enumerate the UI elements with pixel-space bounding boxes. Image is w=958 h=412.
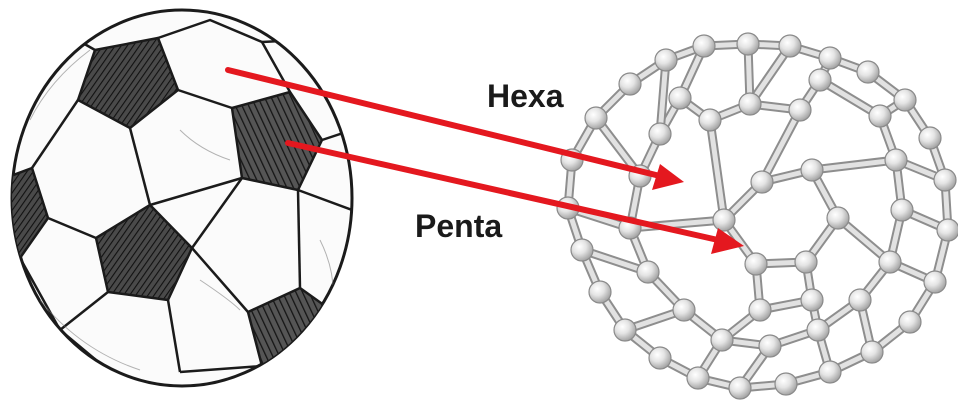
- carbon-atom: [894, 89, 916, 111]
- carbon-atom: [807, 319, 829, 341]
- arrow-penta: [288, 143, 744, 254]
- carbon-atom: [614, 319, 636, 341]
- carbon-atom: [795, 251, 817, 273]
- carbon-atom: [809, 69, 831, 91]
- carbon-atom: [711, 329, 733, 351]
- carbon-atom: [849, 289, 871, 311]
- carbon-atom: [637, 261, 659, 283]
- carbon-atom: [869, 105, 891, 127]
- carbon-atom: [885, 149, 907, 171]
- carbon-atom: [589, 281, 611, 303]
- carbon-atom: [737, 33, 759, 55]
- carbon-atom: [801, 289, 823, 311]
- carbon-atom: [745, 253, 767, 275]
- carbon-atom: [749, 299, 771, 321]
- label-hexa: Hexa: [487, 80, 564, 112]
- carbon-atom: [673, 299, 695, 321]
- carbon-atom: [585, 107, 607, 129]
- carbon-atom: [775, 373, 797, 395]
- carbon-atom: [891, 199, 913, 221]
- carbon-atom: [819, 47, 841, 69]
- carbon-atom: [919, 127, 941, 149]
- carbon-atom: [789, 99, 811, 121]
- carbon-atom: [801, 159, 823, 181]
- carbon-atom: [937, 219, 958, 241]
- carbon-atom: [729, 377, 751, 399]
- carbon-atom: [861, 341, 883, 363]
- carbon-atom: [713, 209, 735, 231]
- carbon-atom: [924, 271, 946, 293]
- carbon-atom: [571, 239, 593, 261]
- carbon-atom: [649, 347, 671, 369]
- carbon-atom: [827, 207, 849, 229]
- carbon-atom: [687, 367, 709, 389]
- bond: [710, 120, 724, 220]
- carbon-atom: [879, 251, 901, 273]
- carbon-atom: [693, 35, 715, 57]
- carbon-atom: [739, 93, 761, 115]
- carbon-atom: [751, 171, 773, 193]
- carbon-atom: [619, 73, 641, 95]
- carbon-atom: [819, 361, 841, 383]
- soccer-ball: [0, 10, 352, 390]
- carbon-atom: [655, 49, 677, 71]
- carbon-atom: [779, 35, 801, 57]
- carbon-atom: [669, 87, 691, 109]
- label-penta: Penta: [415, 210, 502, 242]
- carbon-atom: [649, 123, 671, 145]
- carbon-atom: [699, 109, 721, 131]
- carbon-atom: [934, 169, 956, 191]
- carbon-atom: [899, 311, 921, 333]
- carbon-atom: [857, 61, 879, 83]
- carbon-atom: [759, 335, 781, 357]
